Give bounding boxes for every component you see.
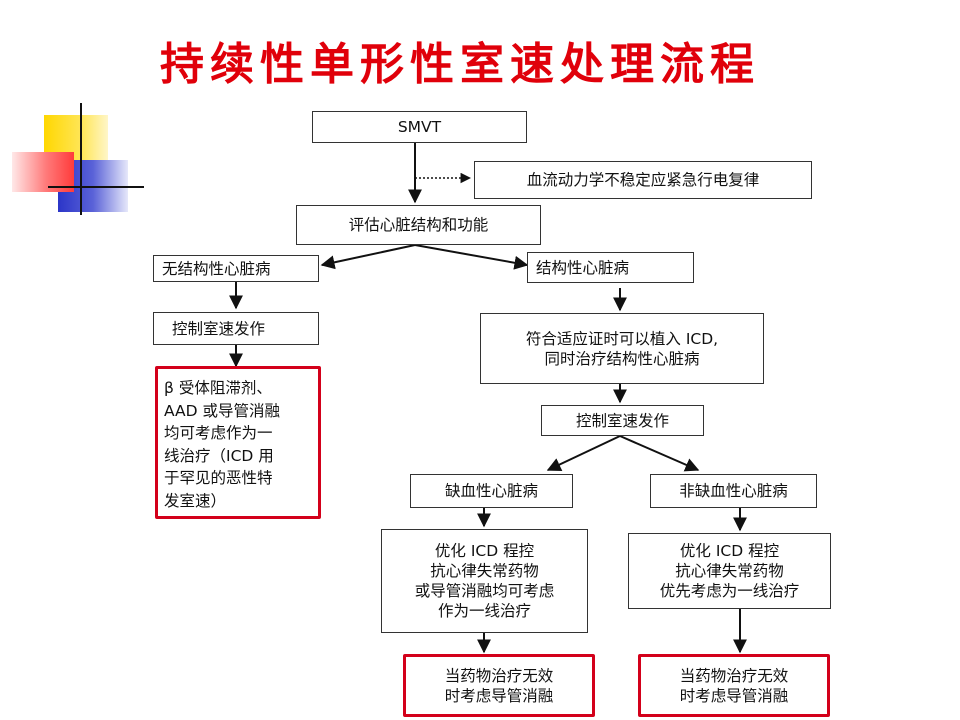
node-unstable-cardioversion: 血流动力学不稳定应紧急行电复律 [474,161,812,199]
node-nonischemic-drug-failure: 当药物治疗无效 时考虑导管消融 [638,654,830,717]
node-icd-indication: 符合适应证时可以植入 ICD, 同时治疗结构性心脏病 [480,313,764,384]
deco-horizontal-line [48,186,144,188]
arrow-control-nonischemic [619,435,700,472]
page-title: 持续性单形性室速处理流程 [160,39,760,90]
node-structural-disease: 结构性心脏病 [527,252,694,283]
node-nonischemic-disease: 非缺血性心脏病 [650,474,817,508]
arrow-control-ischemic [546,435,621,471]
node-no-structural-disease: 无结构性心脏病 [153,255,319,282]
node-ischemic-treatment: 优化 ICD 程控 抗心律失常药物 或导管消融均可考虑 作为一线治疗 [381,529,588,633]
node-left-first-line-treatment: β 受体阻滞剂、 AAD 或导管消融 均可考虑作为一 线治疗（ICD 用 于罕见… [155,366,321,519]
deco-red-square [12,152,74,192]
node-evaluate-heart: 评估心脏结构和功能 [296,205,541,245]
node-ischemic-disease: 缺血性心脏病 [410,474,573,508]
arrow-evaluate-structural [414,244,529,270]
node-control-vt-left: 控制室速发作 [153,312,319,345]
deco-vertical-line [80,103,82,215]
node-nonischemic-treatment: 优化 ICD 程控 抗心律失常药物 优先考虑为一线治疗 [628,533,831,609]
node-ischemic-drug-failure: 当药物治疗无效 时考虑导管消融 [403,654,595,717]
arrow-evaluate-nostructural [320,244,416,270]
node-smvt: SMVT [312,111,527,143]
node-control-vt-right: 控制室速发作 [541,405,704,436]
